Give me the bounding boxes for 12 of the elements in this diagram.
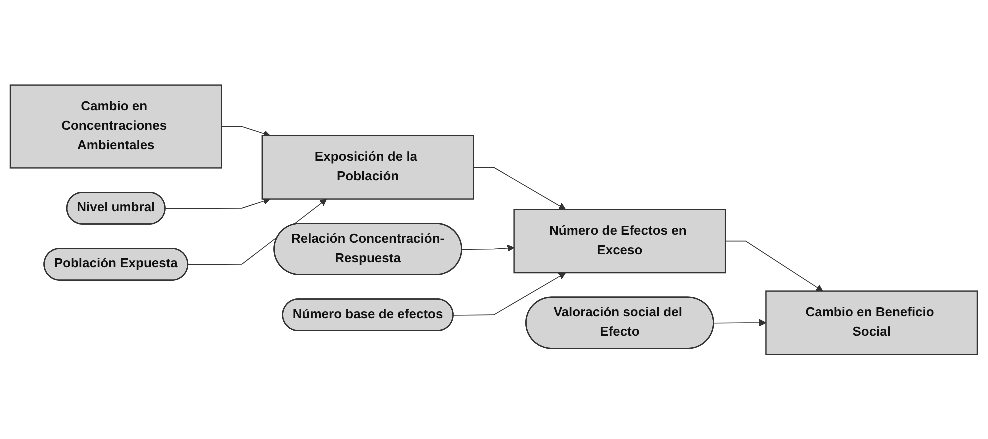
node-box: Cambio en Beneficio Social xyxy=(766,290,978,355)
arrow xyxy=(473,166,566,210)
arrow xyxy=(453,272,566,316)
node-box: Exposición de la Población xyxy=(262,134,474,200)
arrow xyxy=(165,197,271,209)
arrow xyxy=(188,198,328,265)
arrow xyxy=(725,240,824,292)
node-box: Número de Efectos en Exceso xyxy=(514,208,726,274)
arrow xyxy=(462,244,515,252)
arrow xyxy=(714,318,767,326)
arrow xyxy=(221,126,271,137)
node-box: Cambio en Concentraciones Ambientales xyxy=(10,84,222,168)
